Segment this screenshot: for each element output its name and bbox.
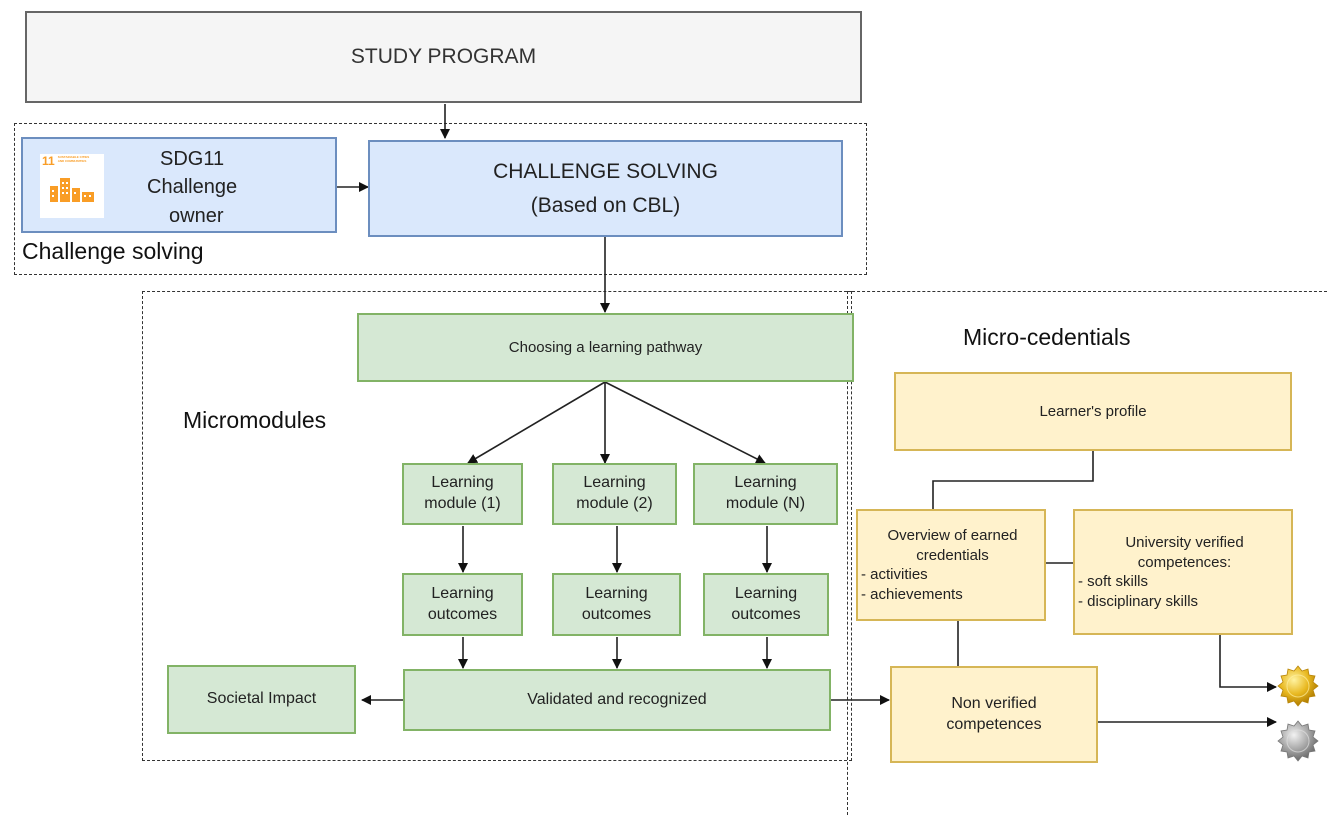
challenge-solving-region [14,123,867,275]
owner-line-3: owner [169,205,224,227]
module-1-line-1: Learning [431,474,494,492]
microcredentials-region [847,291,1327,815]
outcomes-n-line-2: outcomes [731,605,801,623]
nonverified-competences-box: Non verified competences [890,666,1098,763]
module-1-line-2: module (1) [424,495,501,512]
challenge-owner-box: 11 SUSTAINABLE CITIES AND COMMUNITIES SD… [21,137,337,233]
learning-pathway-box: Choosing a learning pathway [357,313,854,382]
earned-credentials-item: - achievements [861,585,963,603]
societal-impact-box: Societal Impact [167,665,356,734]
university-verified-line-2: competences: [1137,553,1232,571]
university-verified-line-1: University verified [1125,534,1244,551]
nonverified-line-2: competences [946,715,1042,733]
nonverified-line-1: Non verified [951,694,1037,712]
learning-module-n-box: Learning module (N) [693,463,838,525]
validated-label: Validated and recognized [527,690,707,708]
validated-recognized-box: Validated and recognized [403,669,831,731]
learning-module-1-box: Learning module (1) [402,463,523,525]
microcredentials-label: Micro-cedentials [963,324,1131,350]
learners-profile-box: Learner's profile [894,372,1292,451]
micromodules-label: Micromodules [183,407,327,433]
challenge-solving-subtitle: (Based on CBL) [530,193,681,217]
learning-module-2-box: Learning module (2) [552,463,677,525]
arrow-verified-to-gold-badge [1219,635,1277,692]
outcomes-1-line-1: Learning [431,584,494,602]
earned-credentials-item: - activities [861,566,928,583]
module-2-line-1: Learning [583,474,646,492]
silver-badge-icon [1277,720,1319,762]
outcomes-n-line-1: Learning [734,584,798,602]
challenge-solving-box: CHALLENGE SOLVING (Based on CBL) [368,140,843,237]
challenge-solving-region-label: Challenge solving [22,238,204,264]
module-n-line-1: Learning [734,474,797,492]
university-verified-box: University verified competences: - soft … [1073,509,1293,635]
micromodules-region [142,291,852,761]
societal-impact-label: Societal Impact [206,690,317,708]
module-n-line-2: module (N) [725,495,806,512]
challenge-solving-title: CHALLENGE SOLVING [493,160,718,184]
module-2-line-2: module (2) [576,495,653,512]
owner-title: SDG11 [160,148,225,170]
learners-profile-label: Learner's profile [1039,402,1147,420]
outcomes-1-line-2: outcomes [427,605,498,623]
sdg-caption: SUSTAINABLE CITIES AND COMMUNITIES [57,155,90,163]
earned-credentials-line-1: Overview of earned [887,527,1018,544]
arrow-pathway-to-module-n [604,381,766,464]
line-profile-to-overview [932,451,1094,509]
sdg-number: 11 [42,154,55,168]
outcomes-2-line-2: outcomes [581,605,652,623]
learning-outcomes-n-box: Learning outcomes [703,573,829,636]
earned-credentials-line-2: credentials [916,546,989,564]
study-program-box: STUDY PROGRAM [25,11,862,103]
owner-line-2: Challenge [147,176,238,198]
earned-credentials-box: Overview of earned credentials - activit… [856,509,1046,621]
sdg11-icon: 11 SUSTAINABLE CITIES AND COMMUNITIES [40,154,104,218]
city-buildings-icon [50,178,94,202]
gold-badge-icon [1277,665,1319,707]
learning-outcomes-2-box: Learning outcomes [552,573,681,636]
outcomes-2-line-1: Learning [585,584,648,602]
study-program-label: STUDY PROGRAM [350,45,537,69]
learning-pathway-label: Choosing a learning pathway [508,338,703,356]
learning-outcomes-1-box: Learning outcomes [402,573,523,636]
arrow-pathway-to-module-1 [467,381,606,464]
university-verified-item: - disciplinary skills [1078,592,1199,610]
university-verified-item: - soft skills [1078,573,1149,590]
